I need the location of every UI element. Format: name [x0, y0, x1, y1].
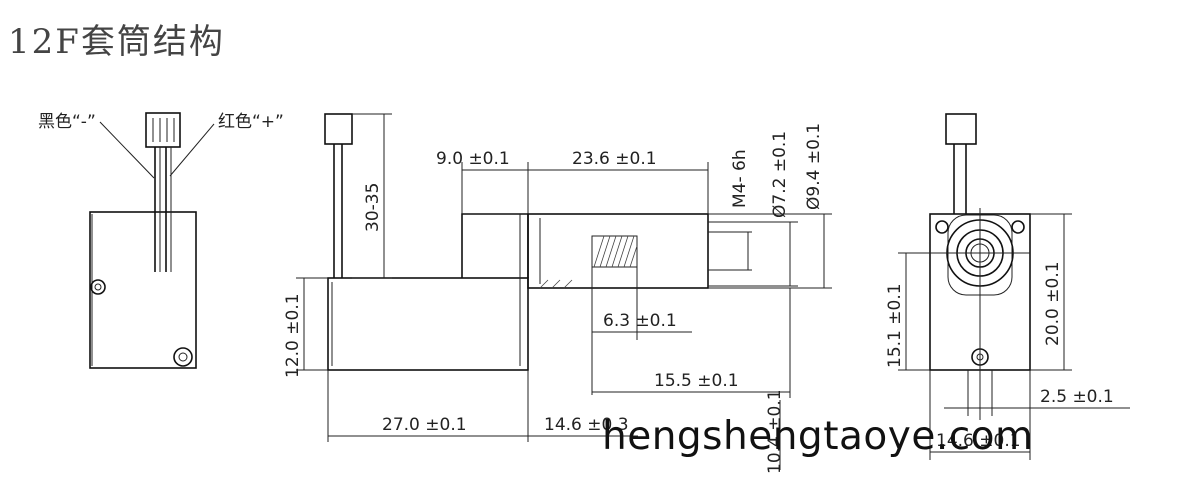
dim-body-length: 27.0 ±0.1 — [382, 415, 467, 435]
screw-icon — [90, 279, 106, 295]
end-connector-icon — [945, 113, 977, 145]
dim-outer-diameter: Ø9.4 ±0.1 — [804, 123, 824, 210]
side-body-outline — [327, 277, 529, 371]
dim-body-height: 12.0 ±0.1 — [283, 293, 303, 378]
black-wire-label: 黑色“-” — [38, 112, 96, 132]
dim-end-width: 14.6 ±0.1 — [936, 431, 1021, 451]
dim-axis-height: 10.4 ±0.1 — [765, 389, 785, 474]
black-wire-leader — [99, 121, 155, 179]
side-step-outline — [461, 213, 529, 278]
dim-step-width: 9.0 ±0.1 — [436, 149, 510, 169]
sleeve-outline — [527, 213, 709, 289]
dim-thread: M4- 6h — [730, 149, 750, 208]
side-connector-icon — [324, 113, 353, 145]
dim-end-height: 20.0 ±0.1 — [1043, 261, 1063, 346]
drawing-title: 12F套筒结构 — [8, 22, 225, 62]
connector-icon — [145, 112, 181, 148]
dim-sleeve-length: 23.6 ±0.1 — [572, 149, 657, 169]
screw-icon — [935, 220, 949, 234]
left-body-outline — [89, 211, 197, 369]
dim-inner-diameter: Ø7.2 ±0.1 — [770, 131, 790, 218]
watermark: hengshengtaoye.com — [602, 414, 1034, 459]
left-view: 黑色“-” 红色“+” — [38, 112, 284, 369]
side-view: 30-35 9.0 ±0.1 23.6 ±0.1 M4- 6h Ø7.2 ±0.… — [283, 113, 832, 474]
red-wire-leader — [169, 123, 215, 177]
screw-icon — [1011, 220, 1025, 234]
dim-stroke: 15.5 ±0.1 — [654, 371, 739, 391]
dim-thread-length: 6.3 ±0.1 — [603, 311, 677, 331]
red-wire-label: 红色“+” — [218, 112, 284, 132]
end-view: 15.1 ±0.1 20.0 ±0.1 2.5 ±0.1 14.6 ±0.1 — [885, 113, 1130, 460]
dim-extension: 14.6 ±0.3 — [544, 415, 629, 435]
dim-end-axis-height: 15.1 ±0.1 — [885, 283, 905, 368]
screw-icon — [173, 347, 193, 367]
dim-hole-offset: 2.5 ±0.1 — [1040, 387, 1114, 407]
thread-hatch — [591, 235, 638, 268]
dim-lead-length: 30-35 — [363, 183, 383, 232]
